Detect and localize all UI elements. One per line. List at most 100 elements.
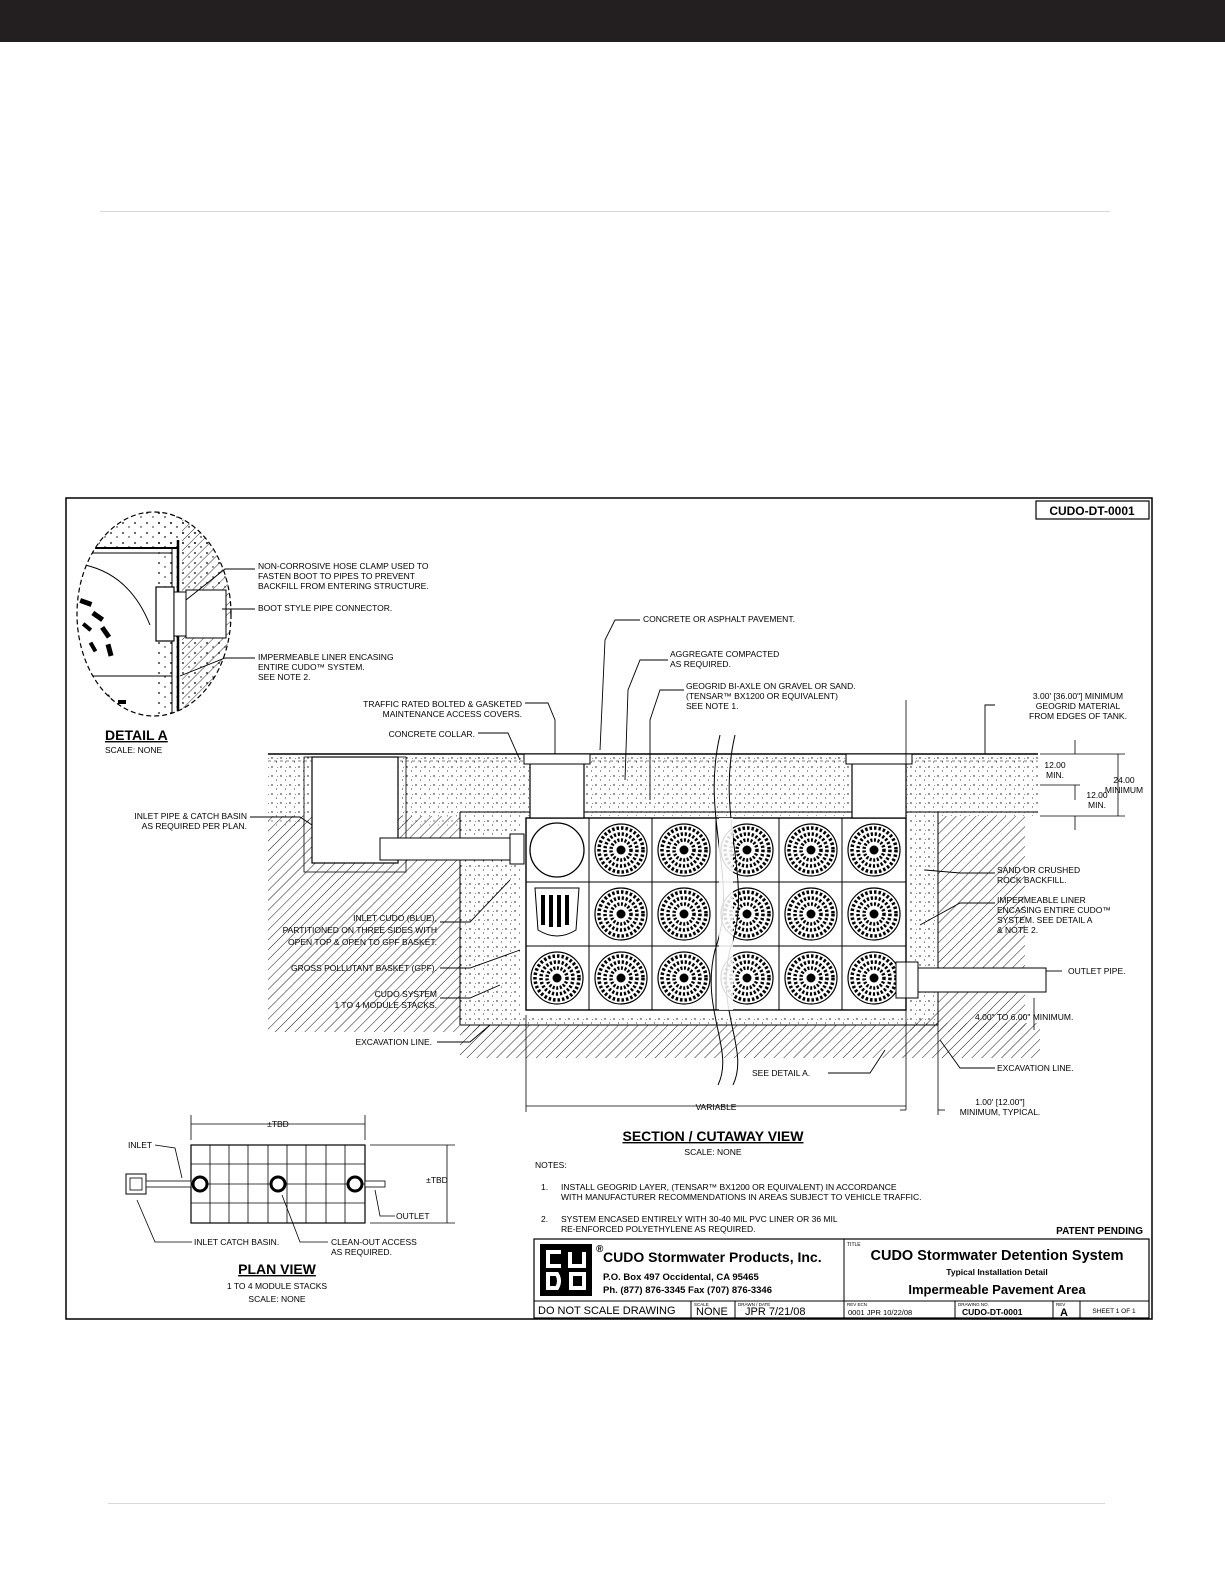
- section-title: SECTION / CUTAWAY VIEW: [623, 1128, 805, 1144]
- notes: NOTES: 1. INSTALL GEOGRID LAYER, (TENSAR…: [535, 1160, 1143, 1237]
- svg-text:IMPERMEABLE LINER: IMPERMEABLE LINER: [997, 895, 1086, 905]
- title-block: [533, 1238, 1150, 1319]
- plan-view: [125, 1144, 386, 1224]
- svg-text:INLET: INLET: [128, 1140, 152, 1150]
- top-bar: [0, 0, 1225, 42]
- svg-text:ROCK BACKFILL.: ROCK BACKFILL.: [997, 875, 1066, 885]
- section-scale: SCALE: NONE: [684, 1147, 741, 1157]
- section-view: [268, 734, 1047, 1086]
- svg-text:OUTLET PIPE.: OUTLET PIPE.: [1068, 966, 1125, 976]
- plan-labels: ±TBD ±TBD INLET OUTLET INLET CATCH BASIN…: [128, 1119, 448, 1257]
- svg-text:FROM EDGES OF TANK.: FROM EDGES OF TANK.: [1029, 711, 1127, 721]
- system-area: Impermeable Pavement Area: [908, 1282, 1086, 1297]
- svg-text:AS REQUIRED PER PLAN.: AS REQUIRED PER PLAN.: [142, 821, 247, 831]
- rev-tag: REV ECN: [847, 1302, 867, 1307]
- svg-text:CUDO SYSTEM: CUDO SYSTEM: [375, 989, 437, 999]
- svg-text:WITH MANUFACTURER RECOMMENDATI: WITH MANUFACTURER RECOMMENDATIONS IN ARE…: [561, 1192, 922, 1202]
- drawing-border: [65, 497, 1153, 1320]
- svg-text:ENTIRE CUDO™ SYSTEM.: ENTIRE CUDO™ SYSTEM.: [258, 662, 365, 672]
- svg-text:OUTLET: OUTLET: [396, 1211, 430, 1221]
- svg-text:12.00: 12.00: [1044, 760, 1066, 770]
- sheet-id-box: [1035, 500, 1150, 520]
- svg-text:OPEN TOP & OPEN TO GPF BASKET.: OPEN TOP & OPEN TO GPF BASKET.: [288, 937, 437, 947]
- detail-a-title: DETAIL A: [105, 727, 168, 743]
- svg-text:GEOGRID BI-AXLE ON GRAVEL OR S: GEOGRID BI-AXLE ON GRAVEL OR SAND.: [686, 681, 856, 691]
- scale-value: NONE: [696, 1306, 728, 1318]
- svg-text:AGGREGATE COMPACTED: AGGREGATE COMPACTED: [670, 649, 779, 659]
- detail-a-scale: SCALE: NONE: [105, 745, 162, 755]
- svg-text:MIN.: MIN.: [1088, 800, 1106, 810]
- svg-text:INLET CATCH BASIN.: INLET CATCH BASIN.: [194, 1237, 279, 1247]
- svg-text:VARIABLE: VARIABLE: [696, 1102, 737, 1112]
- company-address: P.O. Box 497 Occidental, CA 95465: [603, 1272, 759, 1283]
- svg-text:1.00' [12.00"]: 1.00' [12.00"]: [975, 1097, 1025, 1107]
- company-name: CUDO Stormwater Products, Inc.: [603, 1249, 822, 1265]
- svg-text:BACKFILL FROM ENTERING STRUCTU: BACKFILL FROM ENTERING STRUCTURE.: [258, 581, 429, 591]
- svg-text:CONCRETE COLLAR.: CONCRETE COLLAR.: [389, 729, 475, 739]
- svg-text:®: ®: [596, 1244, 604, 1255]
- svg-text:SYSTEM ENCASED ENTIRELY WITH 3: SYSTEM ENCASED ENTIRELY WITH 30-40 MIL P…: [561, 1214, 838, 1224]
- plan-sub2: SCALE: NONE: [248, 1294, 305, 1304]
- svg-text:CONCRETE OR ASPHALT PAVEMENT.: CONCRETE OR ASPHALT PAVEMENT.: [643, 614, 795, 624]
- svg-text:AS REQUIRED.: AS REQUIRED.: [670, 659, 731, 669]
- svg-text:24.00: 24.00: [1113, 775, 1135, 785]
- detail-a-callouts: NON-CORROSIVE HOSE CLAMP USED TO FASTEN …: [258, 561, 429, 682]
- svg-text:NOTES:: NOTES:: [535, 1160, 567, 1170]
- dwg-tag: DRAWING NO.: [958, 1302, 989, 1307]
- svg-text:GROSS POLLUTANT BASKET (GPF).: GROSS POLLUTANT BASKET (GPF).: [291, 963, 437, 973]
- drawn-value: JPR 7/21/08: [745, 1306, 806, 1318]
- svg-text:2.: 2.: [541, 1214, 548, 1224]
- svg-text:& NOTE 2.: & NOTE 2.: [997, 925, 1038, 935]
- svg-text:EXCAVATION LINE.: EXCAVATION LINE.: [997, 1063, 1074, 1073]
- svg-text:MAINTENANCE ACCESS COVERS.: MAINTENANCE ACCESS COVERS.: [383, 709, 522, 719]
- rev-value: 0001 JPR 10/22/08: [848, 1308, 912, 1317]
- svg-text:SEE DETAIL A.: SEE DETAIL A.: [752, 1068, 810, 1078]
- svg-text:BOOT STYLE PIPE CONNECTOR.: BOOT STYLE PIPE CONNECTOR.: [258, 603, 392, 613]
- svg-text:FASTEN BOOT TO PIPES TO PREVEN: FASTEN BOOT TO PIPES TO PREVENT: [258, 571, 415, 581]
- footer-rule: [108, 1503, 1105, 1504]
- sheet-id: CUDO-DT-0001: [1049, 504, 1135, 518]
- do-not-scale: DO NOT SCALE DRAWING: [538, 1305, 676, 1317]
- svg-text:EXCAVATION LINE.: EXCAVATION LINE.: [355, 1037, 432, 1047]
- scale-tag: SCALE: [694, 1302, 709, 1307]
- svg-text:1 TO 4 MODULE STACKS.: 1 TO 4 MODULE STACKS.: [334, 1000, 437, 1010]
- svg-text:RE-ENFORCED POLYETHYLENE AS RE: RE-ENFORCED POLYETHYLENE AS REQUIRED.: [561, 1224, 755, 1234]
- detail-a: [76, 511, 232, 717]
- svg-text:(TENSAR™ BX1200 OR EQUIVALENT): (TENSAR™ BX1200 OR EQUIVALENT): [686, 691, 838, 701]
- svg-text:SYSTEM. SEE DETAIL A: SYSTEM. SEE DETAIL A: [997, 915, 1093, 925]
- section-labels: CONCRETE OR ASPHALT PAVEMENT. AGGREGATE …: [134, 614, 1143, 1117]
- svg-text:SEE NOTE 2.: SEE NOTE 2.: [258, 672, 310, 682]
- header-rule: [100, 211, 1110, 212]
- title-tag: TITLE: [847, 1242, 861, 1248]
- plan-sub1: 1 TO 4 MODULE STACKS: [227, 1281, 327, 1291]
- svg-text:NON-CORROSIVE HOSE CLAMP USED: NON-CORROSIVE HOSE CLAMP USED TO: [258, 561, 429, 571]
- svg-text:IMPERMEABLE LINER ENCASING: IMPERMEABLE LINER ENCASING: [258, 652, 394, 662]
- svg-text:SEE NOTE 1.: SEE NOTE 1.: [686, 701, 738, 711]
- svg-text:MINIMUM: MINIMUM: [1105, 785, 1143, 795]
- dwg-value: CUDO-DT-0001: [962, 1307, 1023, 1317]
- svg-text:SAND OR CRUSHED: SAND OR CRUSHED: [997, 865, 1080, 875]
- svg-text:MIN.: MIN.: [1046, 770, 1064, 780]
- company-phone: Ph. (877) 876-3345 Fax (707) 876-3346: [603, 1285, 772, 1296]
- svg-text:MINIMUM, TYPICAL.: MINIMUM, TYPICAL.: [960, 1107, 1041, 1117]
- svg-text:12.00: 12.00: [1086, 790, 1108, 800]
- system-title: CUDO Stormwater Detention System: [871, 1248, 1124, 1264]
- revletter-value: A: [1060, 1307, 1068, 1319]
- svg-text:±TBD: ±TBD: [267, 1119, 289, 1129]
- svg-text:INLET CUDO (BLUE),: INLET CUDO (BLUE),: [353, 913, 437, 923]
- svg-text:AS REQUIRED.: AS REQUIRED.: [331, 1247, 392, 1257]
- cudo-logo: ®: [540, 1244, 604, 1296]
- svg-text:TRAFFIC RATED BOLTED & GASKETE: TRAFFIC RATED BOLTED & GASKETED: [363, 699, 522, 709]
- svg-text:INSTALL GEOGRID LAYER, (TENSAR: INSTALL GEOGRID LAYER, (TENSAR™ BX1200 O…: [561, 1182, 897, 1192]
- svg-text:PATENT PENDING: PATENT PENDING: [1056, 1226, 1143, 1237]
- svg-text:ENCASING ENTIRE CUDO™: ENCASING ENTIRE CUDO™: [997, 905, 1111, 915]
- revletter-tag: REV: [1056, 1302, 1065, 1307]
- svg-text:PARTITIONED ON THREE SIDES WIT: PARTITIONED ON THREE SIDES WITH: [283, 925, 437, 935]
- svg-text:4.00" TO 6.00" MINIMUM.: 4.00" TO 6.00" MINIMUM.: [975, 1012, 1073, 1022]
- plan-title: PLAN VIEW: [238, 1261, 317, 1277]
- svg-text:GEOGRID MATERIAL: GEOGRID MATERIAL: [1036, 701, 1121, 711]
- svg-text:CLEAN-OUT ACCESS: CLEAN-OUT ACCESS: [331, 1237, 417, 1247]
- system-subtitle: Typical Installation Detail: [946, 1267, 1047, 1277]
- svg-text:±TBD: ±TBD: [426, 1175, 448, 1185]
